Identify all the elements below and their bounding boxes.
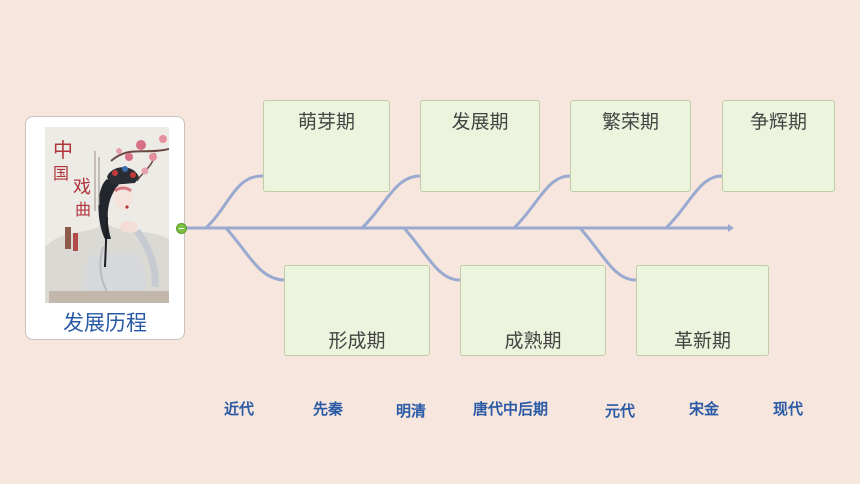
collapse-toggle-icon[interactable] — [176, 223, 187, 234]
stage-label: 革新期 — [673, 330, 731, 352]
svg-text:国: 国 — [53, 164, 69, 183]
era-label: 唐代中后期 — [473, 400, 549, 418]
stage-node-mengya[interactable]: 萌芽期 — [263, 100, 390, 192]
stage-label: 形成期 — [328, 330, 386, 352]
era-label: 现代 — [773, 400, 804, 418]
opera-poster-image: 中 国 戏 曲 — [45, 127, 169, 303]
svg-text:曲: 曲 — [75, 200, 91, 219]
stage-label: 成熟期 — [504, 330, 562, 352]
era-label: 先秦 — [313, 400, 344, 418]
stage-node-xingcheng[interactable]: 形成期 — [284, 265, 430, 356]
stage-label: 发展期 — [451, 111, 509, 133]
stage-node-chengshu[interactable]: 成熟期 — [460, 265, 606, 356]
stage-label: 争辉期 — [749, 111, 807, 133]
root-node[interactable]: 中 国 戏 曲 发展历程 — [25, 116, 185, 340]
era-label: 明清 — [396, 402, 427, 420]
svg-text:戏: 戏 — [73, 177, 91, 198]
era-label: 元代 — [605, 402, 636, 420]
stage-node-gexin[interactable]: 革新期 — [636, 265, 769, 356]
stage-node-zhenghui[interactable]: 争辉期 — [722, 100, 835, 192]
root-label: 发展历程 — [63, 311, 147, 335]
stage-node-fanrong[interactable]: 繁荣期 — [570, 100, 691, 192]
era-label: 近代 — [224, 400, 255, 418]
stage-node-fazhan[interactable]: 发展期 — [420, 100, 540, 192]
poster-title: 中 — [53, 138, 73, 162]
stage-label: 萌芽期 — [297, 111, 355, 133]
era-label: 宋金 — [689, 400, 720, 418]
stage-label: 繁荣期 — [601, 111, 659, 133]
